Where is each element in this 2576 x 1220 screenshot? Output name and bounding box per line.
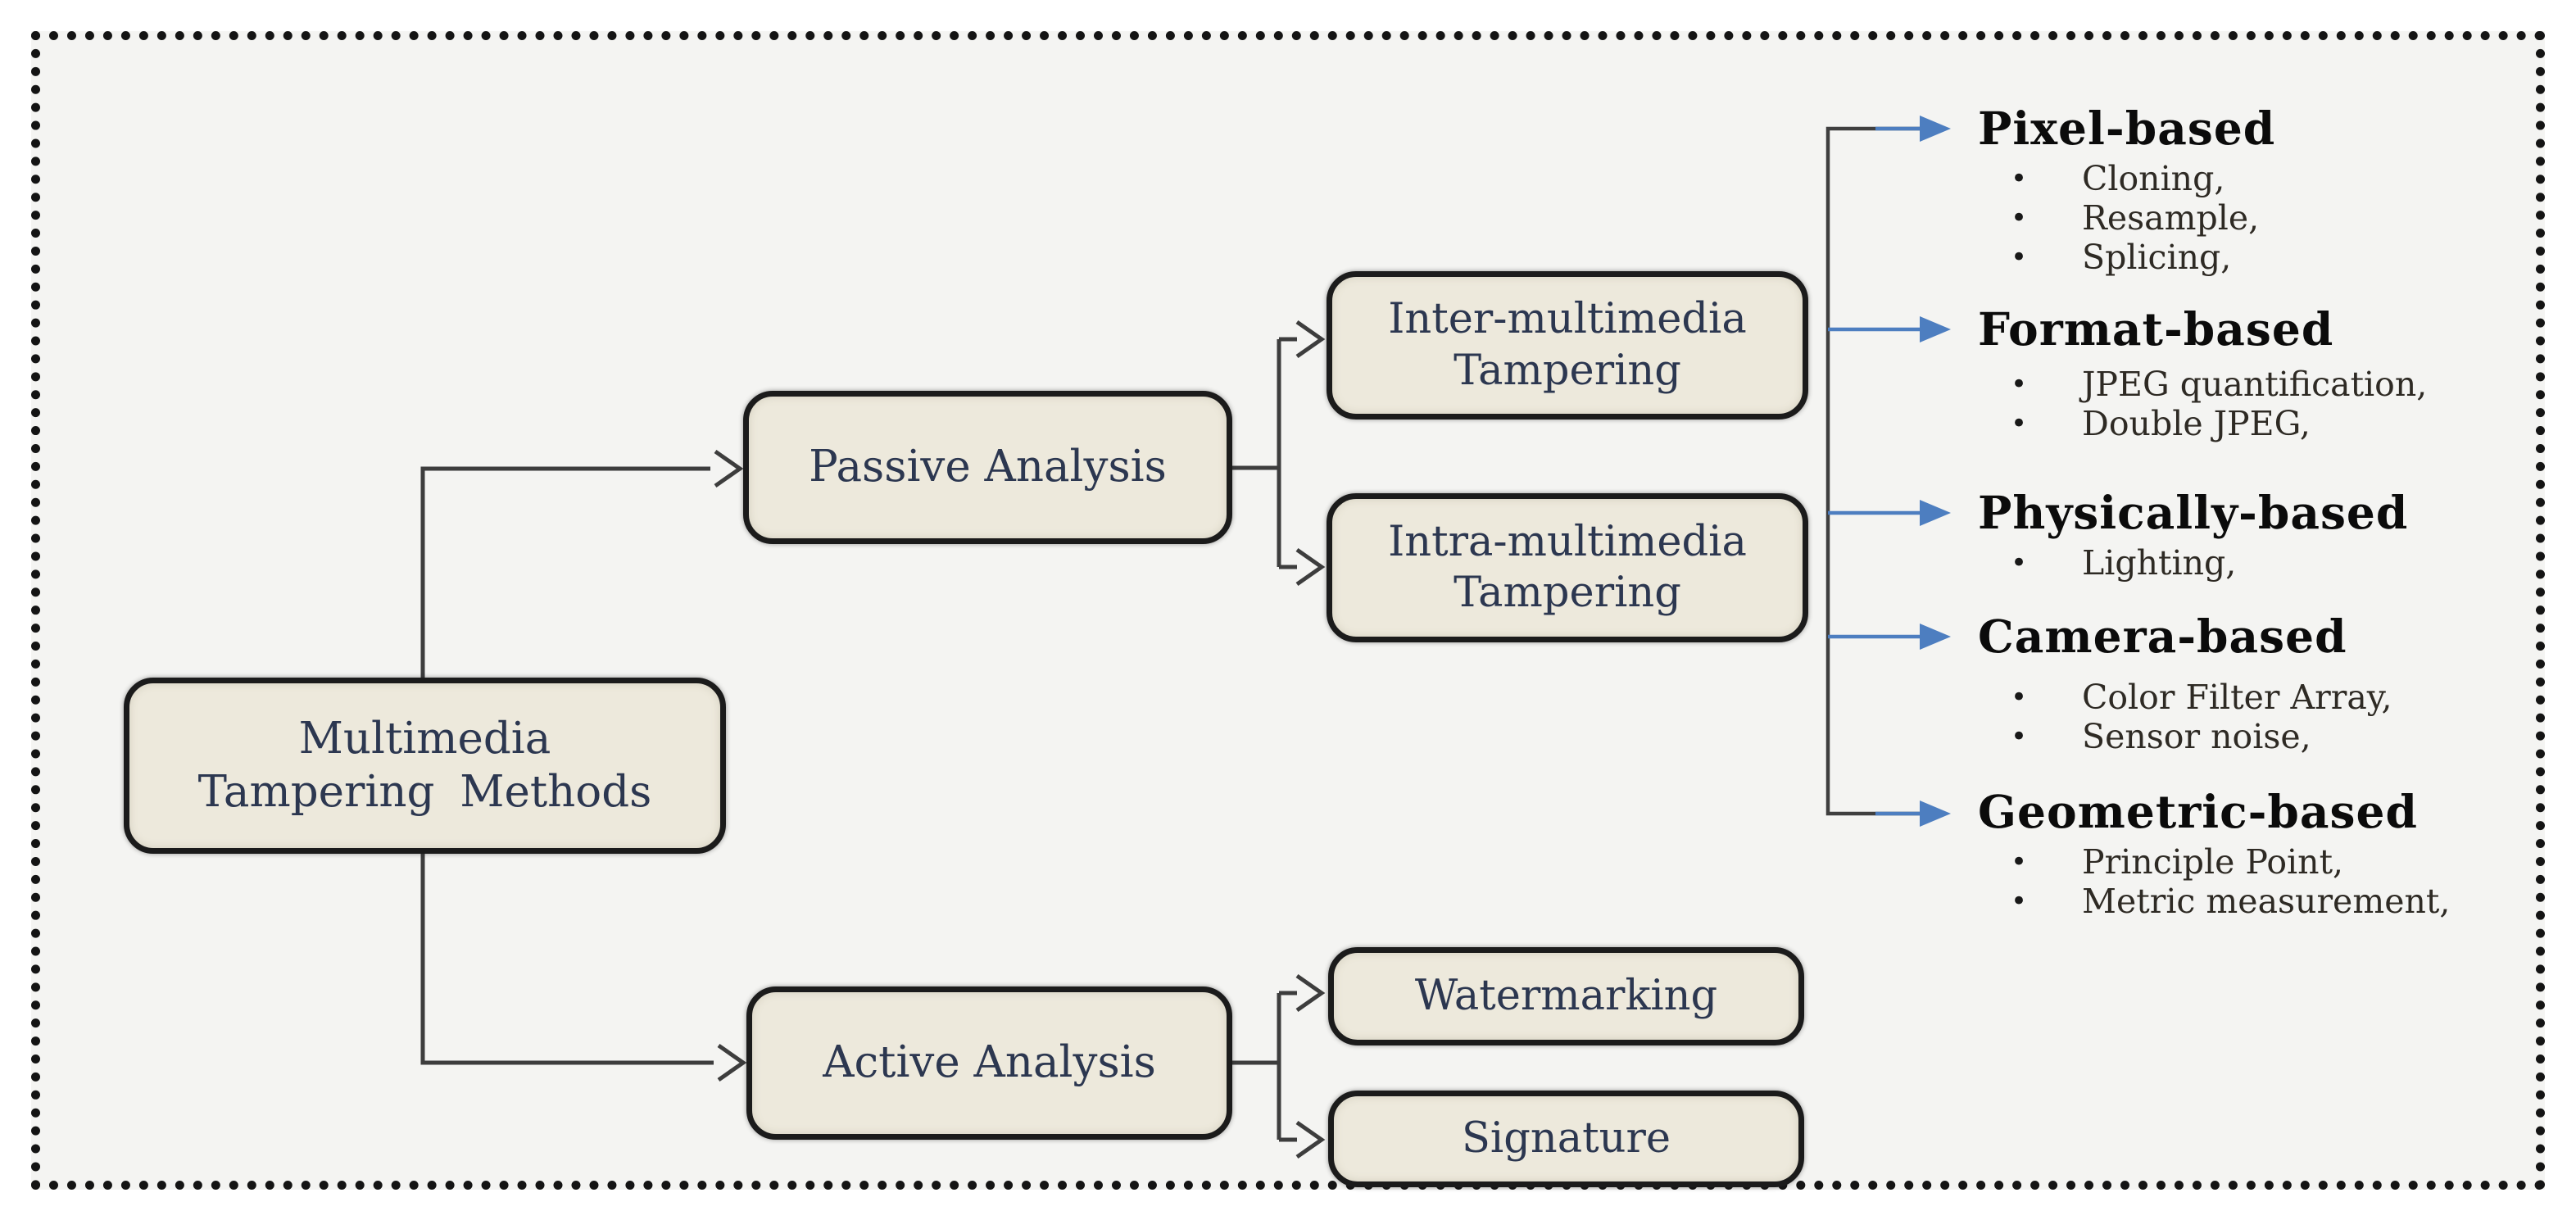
bullet-item: • Resample,: [1978, 198, 2568, 238]
arrowhead-watermarking-icon: [1295, 973, 1326, 1013]
connector-root-to-passive: [420, 466, 710, 678]
node-label-line: Intra-multimedia: [1388, 517, 1747, 566]
category-item-list: • Cloning, • Resample, • Splicing,: [1978, 159, 2568, 277]
category-item-list: • JPEG quantification, • Double JPEG,: [1978, 365, 2568, 443]
bullet-icon: •: [2011, 368, 2028, 401]
node-label-line: Inter-multimedia: [1388, 295, 1747, 344]
arrowhead-physically-icon: [1920, 500, 1951, 526]
category-pixel-based: Pixel-based • Cloning, • Resample, • Splici…: [1978, 102, 2568, 278]
connector-branch-pixel-geometric: [1875, 126, 1920, 816]
connector-passive-split: [1232, 337, 1297, 569]
node-signature: Signature: [1328, 1091, 1804, 1187]
category-heading: Format-based: [1978, 302, 2334, 356]
bullet-icon: •: [2011, 681, 2028, 714]
connector-category-spine: [1825, 126, 1920, 816]
bullet-item: • Cloning,: [1978, 159, 2568, 198]
bullet-label: Splicing,: [2082, 238, 2232, 277]
bullet-icon: •: [2011, 846, 2028, 878]
bullet-label: Cloning,: [2082, 159, 2225, 198]
node-label-line: Tampering: [1454, 569, 1681, 617]
bullet-icon: •: [2011, 162, 2028, 195]
bullet-icon: •: [2011, 241, 2028, 274]
node-passive-analysis: Passive Analysis: [743, 391, 1232, 544]
bullet-label: Metric measurement,: [2082, 882, 2451, 921]
bullet-item: • Splicing,: [1978, 238, 2568, 277]
bullet-icon: •: [2011, 407, 2028, 440]
bullet-item: • Lighting,: [1978, 543, 2568, 583]
node-label-line: Watermarking: [1414, 971, 1718, 1020]
category-format-based: Format-based • JPEG quantification, • Doub…: [1978, 302, 2568, 444]
bullet-icon: •: [2011, 547, 2028, 579]
category-heading: Physically-based: [1978, 486, 2409, 539]
page-border: Multimedia Tampering Methods Passive Ana…: [31, 31, 2545, 1190]
category-heading: Geometric-based: [1978, 785, 2418, 838]
node-label-line: Tampering Methods: [197, 766, 652, 817]
node-active-analysis: Active Analysis: [746, 986, 1232, 1140]
category-heading: Pixel-based: [1978, 102, 2276, 155]
node-label-line: Multimedia: [298, 713, 551, 764]
bullet-label: Color Filter Array,: [2082, 678, 2392, 717]
bullet-item: • Principle Point,: [1978, 842, 2568, 882]
node-inter-multimedia-tampering: Inter-multimedia Tampering: [1327, 271, 1808, 420]
bullet-icon: •: [2011, 720, 2028, 753]
arrowhead-inter-icon: [1295, 320, 1326, 359]
arrowhead-intra-icon: [1295, 547, 1326, 587]
category-item-list: • Principle Point, • Metric measurement,: [1978, 842, 2568, 921]
bullet-label: JPEG quantification,: [2082, 365, 2428, 404]
bullet-label: Resample,: [2082, 198, 2260, 238]
category-geometric-based: Geometric-based • Principle Point, • Metri…: [1978, 785, 2568, 922]
arrowhead-format-icon: [1920, 316, 1951, 342]
node-label-line: Passive Analysis: [809, 442, 1167, 492]
bullet-label: Sensor noise,: [2082, 717, 2311, 756]
arrowhead-pixel-icon: [1920, 116, 1951, 142]
node-watermarking: Watermarking: [1328, 947, 1804, 1045]
node-label-line: Signature: [1461, 1113, 1671, 1163]
bullet-icon: •: [2011, 885, 2028, 918]
connector-root-to-active: [420, 854, 714, 1065]
arrowhead-active-icon: [717, 1043, 747, 1082]
bullet-label: Lighting,: [2082, 543, 2237, 583]
node-label-line: Active Analysis: [823, 1037, 1156, 1088]
bullet-label: Double JPEG,: [2082, 404, 2311, 443]
arrowhead-signature-icon: [1295, 1120, 1326, 1159]
node-multimedia-tampering-methods: Multimedia Tampering Methods: [124, 678, 726, 854]
category-item-list: • Lighting,: [1978, 543, 2568, 583]
arrowhead-geometric-icon: [1920, 800, 1951, 827]
bullet-item: • Double JPEG,: [1978, 404, 2568, 443]
arrowhead-camera-icon: [1920, 624, 1951, 650]
node-intra-multimedia-tampering: Intra-multimedia Tampering: [1327, 493, 1808, 642]
category-physically-based: Physically-based • Lighting,: [1978, 488, 2568, 583]
bullet-item: • JPEG quantification,: [1978, 365, 2568, 404]
connector-active-split: [1232, 991, 1297, 1142]
bullet-icon: •: [2011, 202, 2028, 234]
bullet-item: • Color Filter Array,: [1978, 678, 2568, 717]
bullet-item: • Sensor noise,: [1978, 717, 2568, 756]
category-item-list: • Color Filter Array, • Sensor noise,: [1978, 678, 2568, 756]
arrowhead-passive-icon: [714, 449, 744, 488]
bullet-item: • Metric measurement,: [1978, 882, 2568, 921]
bullet-label: Principle Point,: [2082, 842, 2344, 882]
category-camera-based: Camera-based • Color Filter Array, • Senso…: [1978, 610, 2568, 757]
category-heading: Camera-based: [1978, 610, 2347, 663]
node-label-line: Tampering: [1454, 346, 1681, 395]
